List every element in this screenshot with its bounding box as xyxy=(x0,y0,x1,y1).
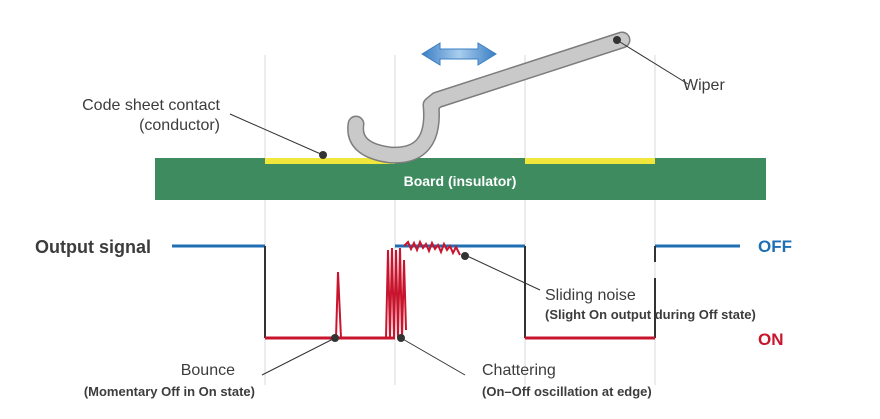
leader-line xyxy=(400,337,466,376)
sliding-noise-sublabel: (Slight On output during Off state) xyxy=(545,307,756,322)
transitions xyxy=(264,246,656,338)
wiper-label: Wiper xyxy=(683,77,725,94)
chattering-label: Chattering xyxy=(482,362,556,379)
board-label: Board (insulator) xyxy=(404,173,517,189)
on-state-label: ON xyxy=(758,330,784,349)
chattering-oscillation xyxy=(385,247,407,339)
leader-dot xyxy=(331,334,339,342)
leader-dot xyxy=(319,151,327,159)
bounce-sublabel: (Momentary Off in On state) xyxy=(84,384,255,399)
leader-line xyxy=(619,41,689,85)
board xyxy=(155,158,766,200)
sliding-noise xyxy=(403,239,461,256)
code-sheet-contact-label: Code sheet contact xyxy=(82,97,220,114)
leader-dot xyxy=(461,252,469,260)
code-sheet-contact-sublabel: (conductor) xyxy=(139,117,220,134)
wiper xyxy=(347,31,631,164)
wiper-pivot xyxy=(613,36,621,44)
contact-pad xyxy=(525,158,655,164)
contact-pad xyxy=(265,158,395,164)
chattering-sublabel: (On–Off oscillation at edge) xyxy=(482,384,652,399)
off-state-label: OFF xyxy=(758,237,792,256)
bounce-spike xyxy=(335,271,342,339)
guide-lines xyxy=(264,55,656,385)
leader-line xyxy=(261,337,336,376)
double-arrow-icon xyxy=(421,42,497,66)
leader-line xyxy=(229,113,324,156)
output-signal-label: Output signal xyxy=(35,237,151,257)
bounce-label: Bounce xyxy=(181,362,235,379)
leader-dot xyxy=(397,334,405,342)
sliding-noise-label: Sliding noise xyxy=(545,287,636,304)
leader-line xyxy=(464,254,541,291)
